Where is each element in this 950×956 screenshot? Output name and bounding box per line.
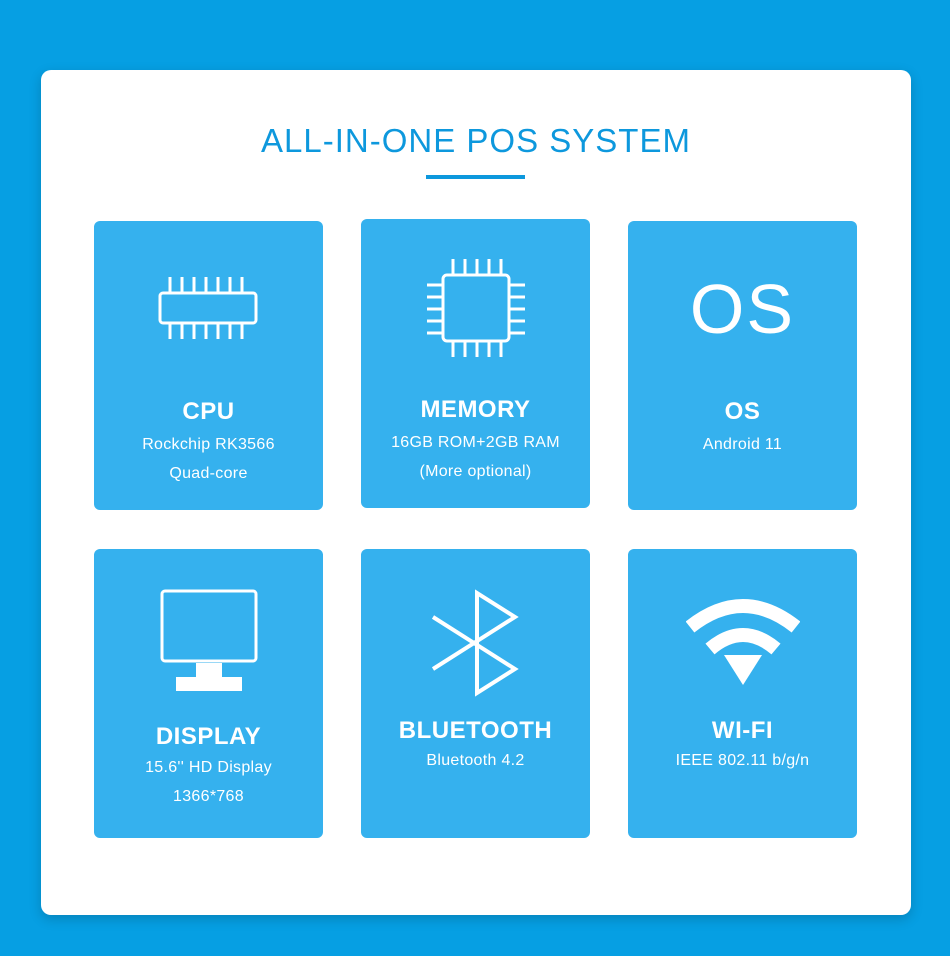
spec-card-wifi: WI-FI IEEE 802.11 b/g/n [628, 549, 857, 838]
card-title: OS [724, 398, 761, 425]
bluetooth-icon [361, 549, 590, 709]
card-detail: Quad-core [169, 465, 248, 482]
page-title: ALL-IN-ONE POS SYSTEM [261, 122, 691, 159]
wifi-icon [628, 549, 857, 709]
monitor-icon [94, 549, 323, 709]
content-panel: ALL-IN-ONE POS SYSTEM CPU [41, 70, 911, 915]
memory-chip-icon [361, 219, 590, 379]
card-detail: (More optional) [419, 463, 532, 480]
card-title: BLUETOOTH [398, 717, 553, 744]
card-detail: Bluetooth 4.2 [426, 752, 525, 769]
card-title: MEMORY [420, 396, 531, 423]
card-title: CPU [182, 398, 235, 425]
card-detail: 16GB ROM+2GB RAM [391, 434, 560, 451]
card-detail: Android 11 [702, 436, 783, 453]
card-detail: 15.6'' HD Display [145, 759, 272, 776]
card-detail: IEEE 802.11 b/g/n [675, 752, 810, 769]
spec-card-os: OS OS Android 11 [628, 221, 857, 510]
card-title: WI-FI [711, 717, 774, 744]
spec-card-cpu: CPU Rockchip RK3566 Quad-core [94, 221, 323, 510]
title-underline [426, 175, 525, 179]
spec-card-bluetooth: BLUETOOTH Bluetooth 4.2 [361, 549, 590, 838]
card-title: DISPLAY [155, 723, 262, 750]
spec-card-display: DISPLAY 15.6'' HD Display 1366*768 [94, 549, 323, 838]
cpu-chip-icon [94, 221, 323, 381]
card-detail: 1366*768 [173, 788, 244, 805]
spec-card-memory: MEMORY 16GB ROM+2GB RAM (More optional) [361, 219, 590, 508]
os-text-icon: OS [628, 221, 857, 381]
os-logo-text: OS [689, 270, 796, 348]
card-detail: Rockchip RK3566 [142, 436, 275, 453]
